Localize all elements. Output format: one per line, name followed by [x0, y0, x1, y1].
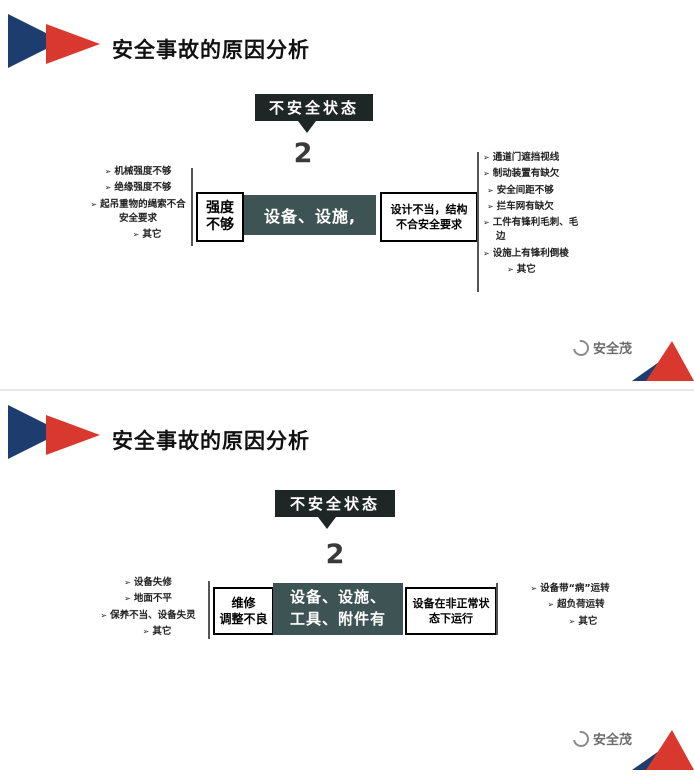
list-item-text: 设备失修: [133, 577, 172, 588]
arrow-bullet-icon: ➢: [483, 169, 490, 179]
arrow-bullet-icon: ➢: [487, 185, 494, 195]
left-cause-list: ➢机械强度不够➢绝缘强度不够➢起吊重物的绳索不合安全要求➢其它: [86, 164, 190, 243]
list-item-text: 工件有锋利毛刺、毛边: [492, 217, 579, 243]
logo: [8, 405, 100, 459]
unsafe-state-badge: 不安全状态: [255, 94, 373, 121]
slide-title: 安全事故的原因分析: [112, 38, 310, 62]
corner-red-triangle-icon: [646, 730, 694, 770]
arrow-bullet-icon: ➢: [483, 248, 490, 258]
arrow-bullet-icon: ➢: [487, 201, 494, 211]
list-item-text: 安全间距不够: [496, 184, 554, 196]
list-item-text: 机械强度不够: [114, 166, 172, 177]
logo-red-triangle-icon: [46, 415, 100, 455]
anquanmao-logo-icon: [569, 336, 593, 359]
badge-pointer-icon: [298, 121, 316, 133]
list-item: ➢保养不当、设备失灵: [92, 608, 204, 624]
category-box: 设备、设施,: [244, 195, 376, 235]
arrow-bullet-icon: ➢: [530, 584, 538, 593]
arrow-bullet-icon: ➢: [568, 616, 576, 626]
left-divider-line: [208, 581, 210, 639]
list-item: ➢其它: [507, 262, 583, 278]
watermark: 安全茂: [569, 727, 632, 750]
list-item: ➢设备带“病”运转: [500, 581, 640, 597]
logo-blue-triangle-icon: [8, 14, 62, 68]
category-box: 设备、设施、 工具、附件有: [273, 583, 403, 635]
cause-box-left: 维修 调整不良: [213, 587, 274, 635]
cause-box-right: 设备在非正常状 态下运行: [405, 587, 497, 635]
list-item: ➢其它: [104, 227, 190, 243]
list-item: ➢地面不平: [92, 591, 204, 607]
badge-pointer-icon: [318, 517, 336, 529]
right-divider-line: [496, 583, 498, 635]
anquanmao-logo-icon: [569, 727, 593, 750]
right-divider-line: [477, 152, 479, 292]
list-item: ➢设施上有锋利倒棱: [483, 246, 583, 262]
slide-2: 安全事故的原因分析 不安全状态 2 ➢设备失修➢地面不平➢保养不当、设备失灵➢其…: [0, 389, 694, 778]
arrow-bullet-icon: ➢: [100, 610, 108, 620]
right-cause-list: ➢通道门遮挡视线➢制动装置有缺欠➢安全间距不够➢拦车网有缺欠➢工件有锋利毛刺、毛…: [483, 150, 583, 278]
list-item: ➢超负荷运转: [512, 597, 640, 613]
cause-box-right: 设计不当，结构 不合安全要求: [380, 192, 478, 242]
list-item-text: 设施上有锋利倒棱: [492, 247, 569, 259]
watermark-text: 安全茂: [592, 733, 632, 748]
list-item: ➢绝缘强度不够: [86, 180, 190, 196]
arrow-bullet-icon: ➢: [124, 594, 131, 604]
list-item: ➢其它: [526, 614, 640, 630]
list-item-text: 超负荷运转: [557, 599, 605, 611]
arrow-bullet-icon: ➢: [104, 183, 112, 193]
right-cause-list: ➢设备带“病”运转➢超负荷运转➢其它: [500, 581, 640, 630]
arrow-bullet-icon: ➢: [124, 578, 131, 587]
list-item-text: 其它: [152, 625, 172, 637]
corner-red-triangle-icon: [646, 341, 694, 381]
list-item: ➢通道门遮挡视线: [483, 150, 583, 166]
list-item: ➢制动装置有缺欠: [483, 166, 583, 182]
watermark-text: 安全茂: [592, 342, 632, 357]
logo: [8, 14, 100, 68]
slide-title: 安全事故的原因分析: [112, 429, 310, 453]
arrow-bullet-icon: ➢: [132, 230, 140, 239]
left-cause-list: ➢设备失修➢地面不平➢保养不当、设备失灵➢其它: [92, 575, 204, 640]
list-item: ➢其它: [110, 624, 204, 640]
corner-decoration: [632, 341, 694, 381]
list-item-text: 保养不当、设备失灵: [110, 609, 196, 621]
section-number: 2: [293, 138, 313, 169]
slide-1: 安全事故的原因分析 不安全状态 2 ➢机械强度不够➢绝缘强度不够➢起吊重物的绳索…: [8, 14, 694, 381]
list-item-text: 通道门遮挡视线: [492, 152, 560, 163]
section-number: 2: [325, 539, 345, 570]
logo-blue-triangle-icon: [8, 405, 62, 459]
list-item-text: 绝缘强度不够: [114, 182, 172, 194]
list-item: ➢起吊重物的绳索不合安全要求: [86, 197, 190, 228]
list-item-text: 其它: [516, 263, 536, 275]
logo-red-triangle-icon: [46, 24, 100, 64]
arrow-bullet-icon: ➢: [547, 600, 555, 610]
list-item-text: 其它: [578, 615, 598, 627]
list-item: ➢工件有锋利毛刺、毛边: [483, 215, 583, 246]
list-item: ➢拦车网有缺欠: [487, 199, 583, 215]
list-item-text: 其它: [142, 229, 162, 240]
arrow-bullet-icon: ➢: [90, 199, 98, 209]
list-item-text: 设备带“病”运转: [540, 583, 610, 594]
left-divider-line: [191, 168, 193, 246]
list-item: ➢设备失修: [92, 575, 204, 591]
list-item-text: 拦车网有缺欠: [496, 200, 554, 212]
cause-box-left: 强度 不够: [196, 192, 244, 242]
unsafe-state-badge: 不安全状态: [275, 490, 395, 517]
list-item: ➢机械强度不够: [86, 164, 190, 180]
arrow-bullet-icon: ➢: [507, 264, 514, 274]
corner-decoration: [632, 730, 694, 770]
list-item-text: 制动装置有缺欠: [492, 168, 560, 180]
arrow-bullet-icon: ➢: [483, 153, 490, 162]
arrow-bullet-icon: ➢: [483, 218, 490, 227]
list-item-text: 地面不平: [133, 593, 172, 605]
list-item: ➢安全间距不够: [487, 183, 583, 199]
arrow-bullet-icon: ➢: [142, 626, 150, 636]
arrow-bullet-icon: ➢: [104, 167, 112, 176]
watermark: 安全茂: [569, 336, 632, 359]
list-item-text: 起吊重物的绳索不合安全要求: [100, 198, 186, 224]
